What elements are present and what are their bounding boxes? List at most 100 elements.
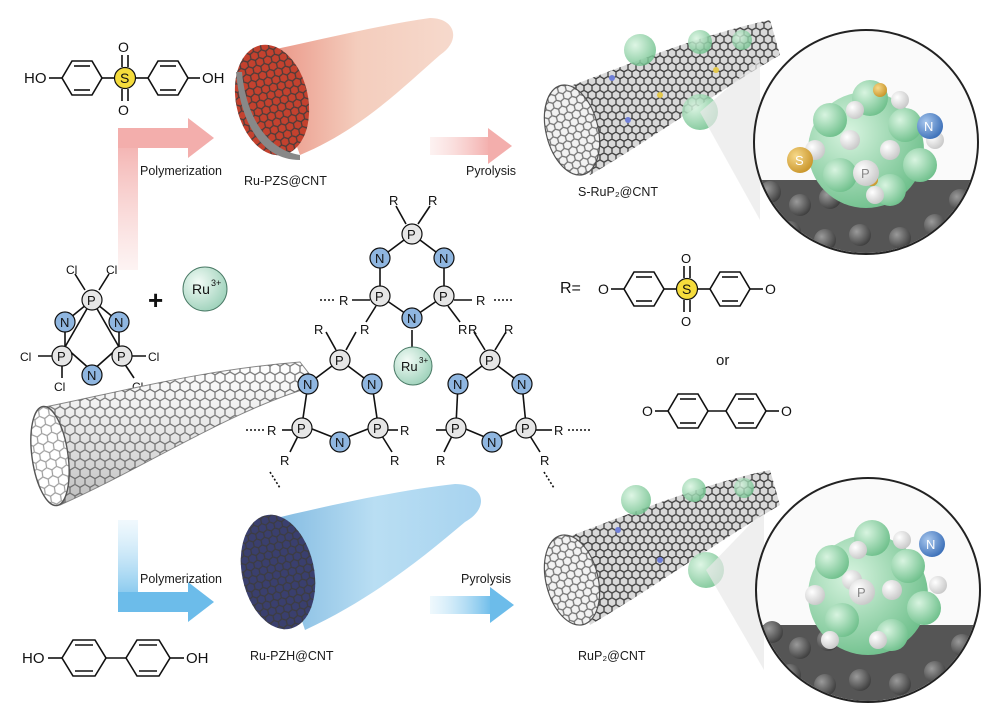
p-label: P (861, 166, 870, 181)
ru-ion: Ru 3+ (182, 266, 228, 312)
pyrolysis-top-label: Pyrolysis (466, 164, 516, 178)
r-label: R (339, 293, 348, 308)
n-label: N (926, 537, 935, 552)
ru-pzs-cnt-label: Ru-PZS@CNT (244, 174, 327, 188)
o-label: O (118, 39, 129, 55)
arrow-polymerization-bottom (118, 520, 214, 622)
ru-pzh-cnt-illustration (240, 484, 482, 630)
carbon-nanotube-bare (30, 361, 319, 507)
nitrogen-atom (108, 311, 130, 333)
o-label: O (642, 403, 653, 419)
n-label: N (367, 377, 376, 392)
r-label: R (540, 453, 549, 468)
arrow-pyrolysis-top (430, 128, 512, 164)
p-label: P (439, 289, 448, 304)
phosphorus-atom (51, 345, 73, 367)
cl-label: Cl (66, 263, 77, 277)
r-label: R (458, 322, 467, 337)
n-label: N (60, 315, 69, 330)
phosphorus-atom (81, 289, 103, 311)
ru-pzs-cnt-illustration (234, 18, 454, 160)
p-label: P (335, 353, 344, 368)
n-label: N (375, 251, 384, 266)
p-label: P (57, 349, 66, 364)
n-label: N (87, 368, 96, 383)
r-label: R (360, 322, 369, 337)
oh-label: OH (186, 650, 209, 667)
o-label: O (781, 403, 792, 419)
polymerization-top-label: Polymerization (140, 164, 222, 178)
rup2-cnt-label: RuP₂@CNT (578, 649, 646, 663)
pyrolysis-bottom-label: Pyrolysis (461, 572, 511, 586)
sulfur-atom (113, 66, 137, 90)
oh-label: OH (202, 70, 225, 87)
n-label: N (517, 377, 526, 392)
nitrogen-atom (81, 364, 103, 386)
zoom-cluster-bottom: N P (706, 477, 981, 703)
p-label: P (375, 289, 384, 304)
hexachlorocyclotriphosphazene: P N N P P N Cl Cl Cl Cl Cl Cl (20, 263, 159, 394)
r-label: R (400, 423, 409, 438)
phosphorus-atom (111, 345, 133, 367)
r-label: R (468, 322, 477, 337)
o-label: O (598, 281, 609, 297)
polymerization-bottom-label: Polymerization (140, 572, 222, 586)
r-label: R (436, 453, 445, 468)
r-label: R (280, 453, 289, 468)
arrow-pyrolysis-bottom (430, 587, 514, 623)
s-rup2-cnt-label: S-RuP₂@CNT (578, 185, 658, 199)
s-label: S (682, 281, 691, 297)
r-group-biphenyl: O O (642, 393, 792, 429)
or-label: or (716, 352, 729, 369)
o-label: O (681, 251, 691, 266)
cl-label: Cl (20, 350, 31, 364)
cl-label: Cl (148, 350, 159, 364)
r-group-sulfone: O O O S O (598, 251, 776, 329)
n-label: N (114, 315, 123, 330)
n-label: N (924, 119, 933, 134)
ru-pzh-cnt-label: Ru-PZH@CNT (250, 649, 334, 663)
phosphazene-network: R R R R R R P N N P P N Ru 3+ (246, 193, 590, 489)
r-label: R (428, 193, 437, 208)
r-equals-label: R= (560, 280, 581, 297)
monomer-biphenol: HO OH (22, 639, 209, 677)
ru-label: Ru (401, 359, 418, 374)
ho-label: HO (24, 70, 47, 87)
r-label: R (314, 322, 323, 337)
n-label: N (303, 377, 312, 392)
plus-sign: + (148, 285, 163, 315)
ru-charge-label: 3+ (419, 356, 428, 365)
o-label: O (681, 314, 691, 329)
monomer-bisphenol-s: HO O O S OH (24, 39, 225, 118)
o-label: O (118, 102, 129, 118)
r-label: R (554, 423, 563, 438)
r-label: R (267, 423, 276, 438)
p-label: P (87, 293, 96, 308)
cl-label: Cl (54, 380, 65, 394)
p-label: P (373, 421, 382, 436)
arrow-polymerization-top (118, 118, 214, 270)
n-label: N (439, 251, 448, 266)
s-label: S (795, 153, 804, 168)
n-label: N (335, 435, 344, 450)
ru-charge-label: 3+ (211, 278, 221, 288)
ru-label: Ru (192, 281, 210, 297)
r-label: R (476, 293, 485, 308)
cl-label: Cl (106, 263, 117, 277)
p-label: P (485, 353, 494, 368)
o-label: O (765, 281, 776, 297)
n-label: N (487, 435, 496, 450)
p-label: P (857, 585, 866, 600)
p-label: P (117, 349, 126, 364)
p-label: P (451, 421, 460, 436)
r-label: R (390, 453, 399, 468)
ho-label: HO (22, 650, 45, 667)
p-label: P (297, 421, 306, 436)
r-label: R (389, 193, 398, 208)
nitrogen-atom (54, 311, 76, 333)
n-label: N (407, 311, 416, 326)
s-rup2-cnt-illustration (543, 20, 780, 176)
r-label: R (504, 322, 513, 337)
